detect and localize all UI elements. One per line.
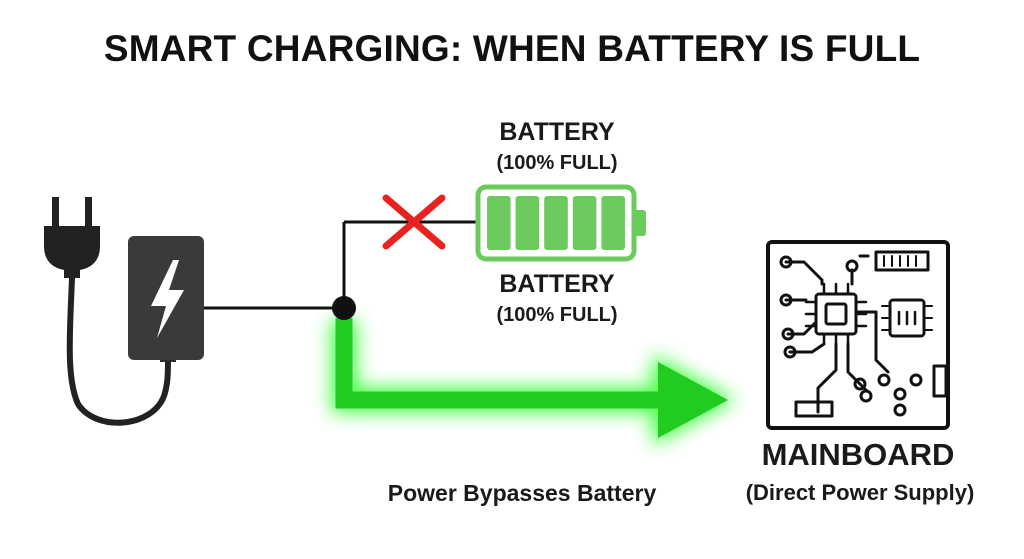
bypass-power-arrow <box>331 318 736 446</box>
battery-cell <box>487 196 511 250</box>
battery-label-bottom: BATTERY <box>499 270 615 298</box>
battery-cell <box>544 196 568 250</box>
bypass-label: Power Bypasses Battery <box>387 480 657 506</box>
battery-cell <box>515 196 540 250</box>
battery-label-top: BATTERY <box>499 118 615 146</box>
mainboard-caption: (Direct Power Supply) <box>745 480 975 505</box>
battery-status-bottom: (100% FULL) <box>496 304 618 326</box>
circuit-wires <box>204 220 478 310</box>
red-x-icon <box>382 194 446 250</box>
mainboard-label: MAINBOARD <box>761 437 955 472</box>
battery-full-icon <box>475 184 646 262</box>
page-title: SMART CHARGING: WHEN BATTERY IS FULL <box>103 28 921 69</box>
power-plug-icon <box>44 197 171 426</box>
circuit-board-icon <box>766 240 950 430</box>
charger-bolt-icon <box>128 236 204 362</box>
junction-node <box>332 296 356 320</box>
battery-cell <box>572 196 597 250</box>
battery-status-top: (100% FULL) <box>496 152 618 174</box>
battery-cell <box>601 196 625 250</box>
